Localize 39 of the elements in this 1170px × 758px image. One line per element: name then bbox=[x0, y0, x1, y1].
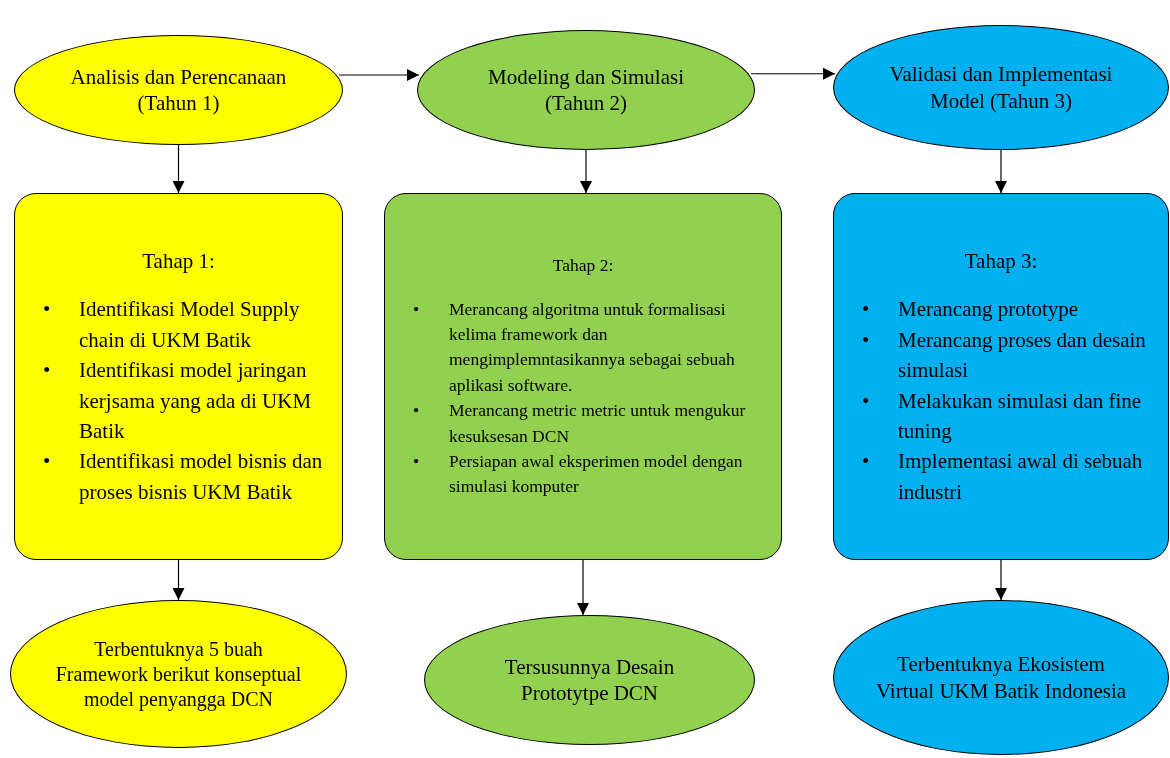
bullet-item: Merancang prototype bbox=[898, 296, 1079, 324]
stage-box bbox=[833, 193, 1169, 560]
phase-text: Terbentuknya Ekosistem Virtual UKM Batik Indonesia bbox=[874, 651, 1128, 704]
bullet-marker: • bbox=[43, 448, 51, 476]
bullet-item: Merancang algoritma untuk formalisasi kelima framework dan mengimplemntasikannya sebagai sebuah aplikasi software. bbox=[449, 297, 736, 397]
bullet-marker: • bbox=[413, 297, 420, 321]
bullet-marker: • bbox=[43, 357, 51, 385]
bullet-item: Identifikasi model bisnis dan proses bisnis UKM Batik bbox=[79, 448, 324, 506]
bullet-item: Melakukan simulasi dan fine tuning bbox=[898, 387, 1143, 445]
arrow bbox=[172, 559, 185, 601]
bullet-marker: • bbox=[862, 448, 870, 476]
bullet-item: Implementasi awal di sebuah industri bbox=[898, 448, 1144, 506]
phase-text: Validasi dan Implementasi Model (Tahun 3) bbox=[888, 61, 1114, 114]
stage-heading: Tahap 1: bbox=[142, 247, 215, 275]
bullet-marker: • bbox=[413, 449, 420, 473]
bullet-item: Identifikasi Model Supply chain di UKM Batik bbox=[79, 296, 301, 354]
bullet-marker: • bbox=[862, 326, 870, 354]
bullet-item: Identifikasi model jaringan kerjsama yang ada di UKM Batik bbox=[79, 357, 313, 445]
bullet-marker: • bbox=[862, 387, 870, 415]
bullet-marker: • bbox=[862, 296, 870, 324]
phase-text: Tersusunnya Desain Prototytpe DCN bbox=[503, 653, 676, 707]
bullet-item: Merancang metric metric untuk mengukur kesuksesan DCN bbox=[449, 399, 747, 448]
stage-box bbox=[384, 193, 782, 560]
bullet-item: Merancang proses dan desain simulasi bbox=[898, 326, 1147, 385]
stage-heading: Tahap 2: bbox=[552, 254, 614, 278]
arrow bbox=[580, 149, 592, 194]
bullet-item: Persiapan awal eksperimen model dengan simulasi komputer bbox=[449, 449, 744, 499]
bullet-marker: • bbox=[413, 399, 420, 423]
stage-heading: Tahap 3: bbox=[964, 247, 1038, 275]
phase-text: Terbentuknya 5 buah Framework berikut konseptual model penyangga DCN bbox=[54, 636, 303, 712]
arrow bbox=[172, 144, 185, 194]
bullet-marker: • bbox=[43, 296, 51, 324]
phase-text: Analisis dan Perencanaan (Tahun 1) bbox=[69, 63, 288, 117]
arrow bbox=[995, 149, 1007, 194]
stage-box bbox=[14, 193, 343, 560]
arrow bbox=[995, 559, 1007, 601]
phase-text: Modeling dan Simulasi (Tahun 2) bbox=[487, 63, 685, 117]
arrow bbox=[750, 67, 836, 80]
arrow bbox=[577, 559, 589, 616]
